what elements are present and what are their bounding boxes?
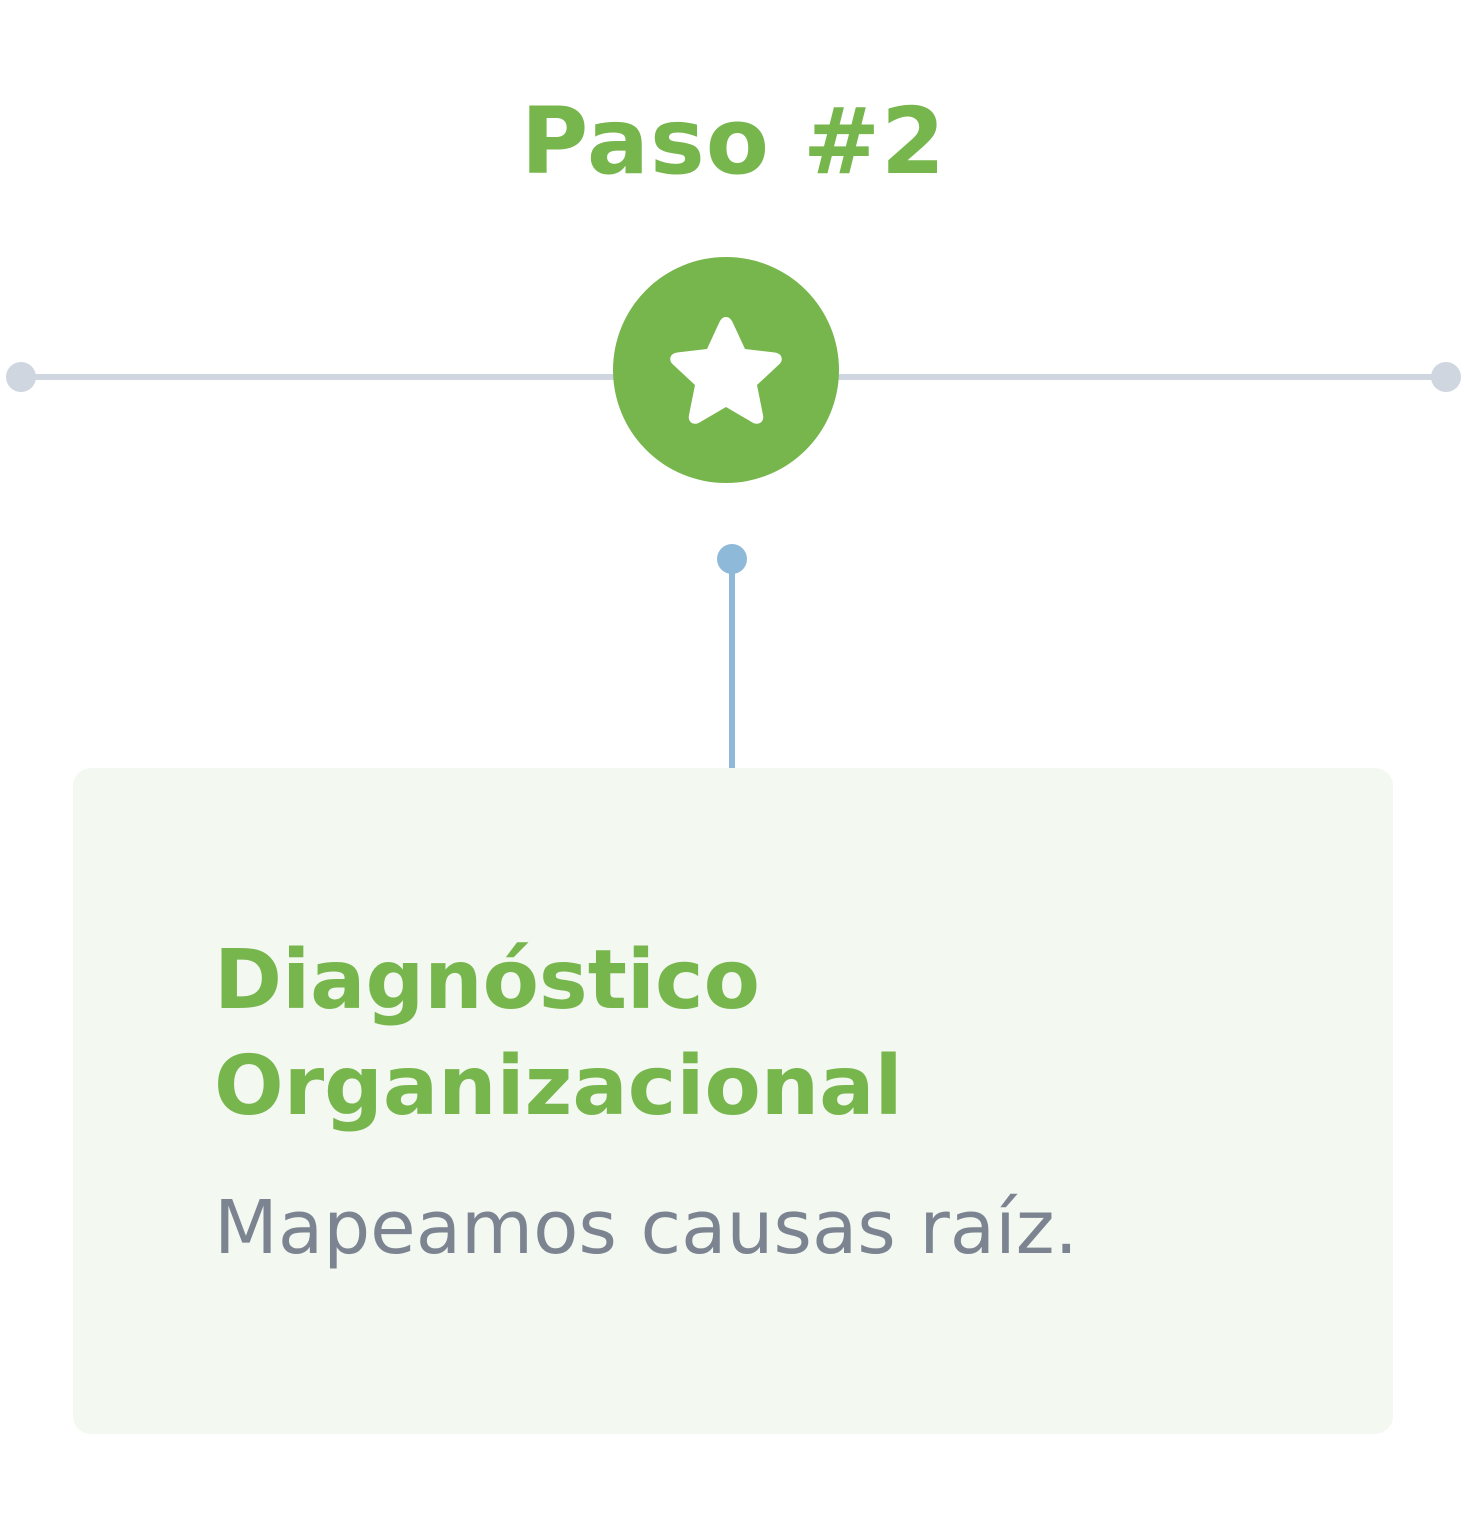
timeline-line-left xyxy=(20,374,620,380)
step-badge xyxy=(613,257,839,483)
card-description: Mapeamos causas raíz. xyxy=(214,1185,1079,1271)
card-title-line-2: Organizacional xyxy=(214,1039,903,1134)
timeline-dot-right xyxy=(1431,362,1461,392)
card-title-line-1: Diagnóstico xyxy=(214,933,760,1028)
timeline-dot-left xyxy=(6,362,36,392)
star-icon xyxy=(662,311,790,429)
timeline-line-right xyxy=(830,374,1446,380)
card-title: Diagnóstico Organizacional xyxy=(214,928,1314,1140)
step-card: Diagnóstico Organizacional Mapeamos caus… xyxy=(73,768,1393,1434)
step-title: Paso #2 xyxy=(520,88,947,195)
connector-line xyxy=(729,559,735,769)
